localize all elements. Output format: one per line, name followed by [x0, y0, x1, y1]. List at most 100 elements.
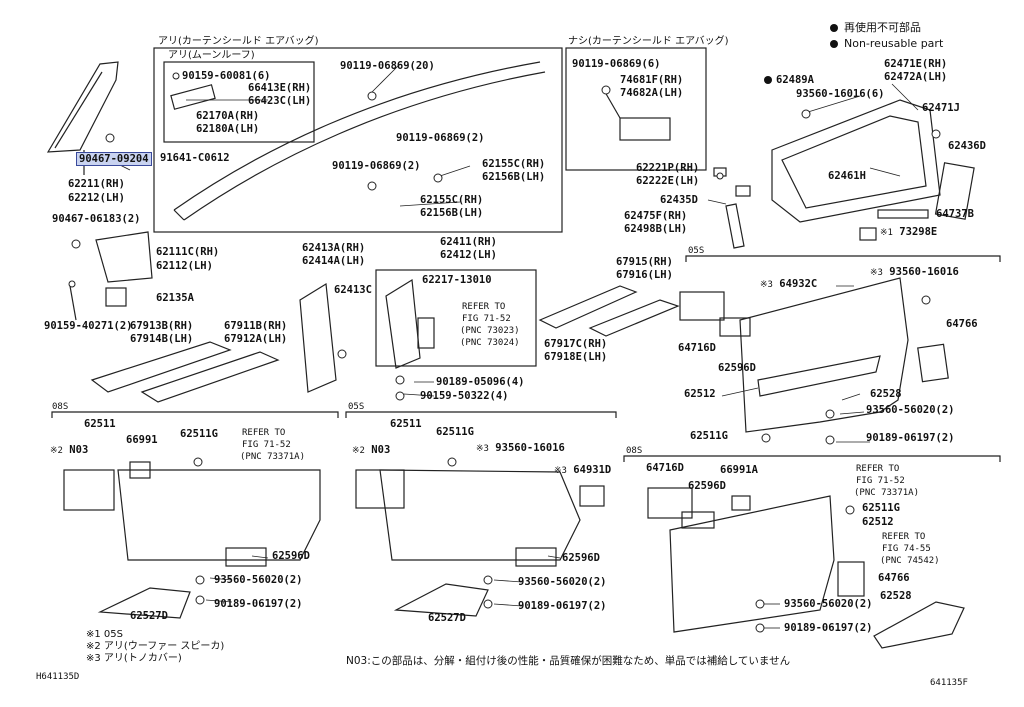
part-90467-09204[interactable]: 90467-09204: [76, 152, 152, 166]
part-90189-06197-a[interactable]: 90189-06197(2): [866, 432, 955, 444]
part-90189-05096[interactable]: 90189-05096(4): [436, 376, 525, 388]
part-90467-06183[interactable]: 90467-06183(2): [52, 213, 141, 225]
part-90119-06869-2b[interactable]: 90119-06869(2): [332, 160, 421, 172]
part-66991a[interactable]: 66991A: [720, 464, 758, 476]
part-62511g-b[interactable]: 62511G: [180, 428, 218, 440]
part-62596d-b[interactable]: 62596D: [272, 550, 310, 562]
part-62412[interactable]: 62412(LH): [440, 249, 497, 261]
part-67917c[interactable]: 67917C(RH): [544, 338, 608, 350]
part-67912a[interactable]: 67912A(LH): [224, 333, 288, 345]
part-62212[interactable]: 62212(LH): [68, 192, 125, 204]
part-67918e[interactable]: 67918E(LH): [544, 351, 608, 363]
part-62217-13010[interactable]: 62217-13010: [422, 274, 492, 286]
part-62512-d[interactable]: 62512: [862, 516, 894, 528]
part-62413c[interactable]: 62413C: [334, 284, 372, 296]
part-90189-06197-b[interactable]: 90189-06197(2): [214, 598, 303, 610]
part-67913b[interactable]: 67913B(RH): [130, 320, 194, 332]
part-62596d-d[interactable]: 62596D: [688, 480, 726, 492]
part-62155c-b[interactable]: 62155C(RH): [420, 194, 484, 206]
part-93560-16016-c[interactable]: ※3 93560-16016: [476, 442, 565, 454]
part-90159-40271[interactable]: 90159-40271(2): [44, 320, 133, 332]
part-62461h[interactable]: 62461H: [828, 170, 866, 182]
part-74681f[interactable]: 74681F(RH): [620, 74, 684, 86]
part-74682a[interactable]: 74682A(LH): [620, 87, 684, 99]
bracket-62135a: [105, 287, 127, 307]
part-67915[interactable]: 67915(RH): [616, 256, 673, 268]
part-62498b[interactable]: 62498B(LH): [624, 223, 688, 235]
part-64932c[interactable]: ※3 64932C: [760, 278, 817, 290]
part-93560-56020-c[interactable]: 93560-56020(2): [518, 576, 607, 588]
part-62472a[interactable]: 62472A(LH): [884, 71, 948, 83]
part-62512-a[interactable]: 62512: [684, 388, 716, 400]
part-62414a[interactable]: 62414A(LH): [302, 255, 366, 267]
part-67916[interactable]: 67916(LH): [616, 269, 673, 281]
part-62511g-c[interactable]: 62511G: [436, 426, 474, 438]
part-62111c[interactable]: 62111C(RH): [156, 246, 220, 258]
part-62170a[interactable]: 62170A(RH): [196, 110, 260, 122]
part-91641-c0612[interactable]: 91641-C0612: [160, 152, 230, 164]
part-62511-c[interactable]: 62511: [390, 418, 422, 430]
part-62411[interactable]: 62411(RH): [440, 236, 497, 248]
part-62489a[interactable]: 62489A: [776, 74, 814, 86]
part-93560-56020-b[interactable]: 93560-56020(2): [214, 574, 303, 586]
part-62528-a[interactable]: 62528: [870, 388, 902, 400]
part-66423c[interactable]: 66423C(LH): [248, 95, 312, 107]
part-66991[interactable]: 66991: [126, 434, 158, 446]
part-n03-b[interactable]: ※2 N03: [50, 444, 88, 456]
part-62596d-c[interactable]: 62596D: [562, 552, 600, 564]
part-90189-06197-c[interactable]: 90189-06197(2): [518, 600, 607, 612]
part-90119-06869-6[interactable]: 90119-06869(6): [572, 58, 661, 70]
part-93560-56020-d[interactable]: 93560-56020(2): [784, 598, 873, 610]
trim-62527d-left: [97, 587, 191, 619]
part-62475f[interactable]: 62475F(RH): [624, 210, 688, 222]
refer-fig-71-52-a[interactable]: FIG 71-52: [462, 314, 511, 324]
curtain-airbag-box: [153, 47, 563, 233]
part-90119-06869-2a[interactable]: 90119-06869(2): [396, 132, 485, 144]
part-64766-d[interactable]: 64766: [878, 572, 910, 584]
part-62413a[interactable]: 62413A(RH): [302, 242, 366, 254]
part-62180a[interactable]: 62180A(LH): [196, 123, 260, 135]
part-62435d[interactable]: 62435D: [660, 194, 698, 206]
pocket-62596d-left: [225, 547, 267, 567]
part-62222e[interactable]: 62222E(LH): [636, 175, 700, 187]
part-62436d[interactable]: 62436D: [948, 140, 986, 152]
part-62135a[interactable]: 62135A: [156, 292, 194, 304]
part-90119-06869-20[interactable]: 90119-06869(20): [340, 60, 435, 72]
part-73298e[interactable]: ※1 73298E: [880, 226, 937, 238]
part-64716d-d[interactable]: 64716D: [646, 462, 684, 474]
part-64716d-a[interactable]: 64716D: [678, 342, 716, 354]
part-62527d-b[interactable]: 62527D: [130, 610, 168, 622]
part-62511-b[interactable]: 62511: [84, 418, 116, 430]
part-62112[interactable]: 62112(LH): [156, 260, 213, 272]
grille-64766: [917, 343, 949, 383]
part-90189-06197-d[interactable]: 90189-06197(2): [784, 622, 873, 634]
section-08s-left-bracket: [51, 411, 339, 418]
part-64931d[interactable]: ※3 64931D: [554, 464, 611, 476]
refer-fig-71-52-b[interactable]: FIG 71-52: [242, 440, 291, 450]
part-66413e[interactable]: 66413E(RH): [248, 82, 312, 94]
part-64766-a[interactable]: 64766: [946, 318, 978, 330]
part-93560-16016-6[interactable]: 93560-16016(6): [796, 88, 885, 100]
part-93560-16016-a[interactable]: ※3 93560-16016: [870, 266, 959, 278]
part-n03-c[interactable]: ※2 N03: [352, 444, 390, 456]
part-62527d-c[interactable]: 62527D: [428, 612, 466, 624]
part-62156b-b[interactable]: 62156B(LH): [420, 207, 484, 219]
refer-fig-74-55[interactable]: FIG 74-55: [882, 544, 931, 554]
part-67914b[interactable]: 67914B(LH): [130, 333, 194, 345]
part-62471e[interactable]: 62471E(RH): [884, 58, 948, 70]
part-62471j[interactable]: 62471J: [922, 102, 960, 114]
part-90159-50322[interactable]: 90159-50322(4): [420, 390, 509, 402]
refer-fig-71-52-d[interactable]: FIG 71-52: [856, 476, 905, 486]
part-62528-d[interactable]: 62528: [880, 590, 912, 602]
part-93560-56020-a[interactable]: 93560-56020(2): [866, 404, 955, 416]
part-62155c-a[interactable]: 62155C(RH): [482, 158, 546, 170]
part-62211[interactable]: 62211(RH): [68, 178, 125, 190]
part-67911b[interactable]: 67911B(RH): [224, 320, 288, 332]
part-62511g-a[interactable]: 62511G: [690, 430, 728, 442]
part-62596d-a[interactable]: 62596D: [718, 362, 756, 374]
part-62511g-d[interactable]: 62511G: [862, 502, 900, 514]
part-64737b[interactable]: 64737B: [936, 208, 974, 220]
part-62156b-a[interactable]: 62156B(LH): [482, 171, 546, 183]
part-90159-60081[interactable]: 90159-60081(6): [182, 70, 271, 82]
part-62221p[interactable]: 62221P(RH): [636, 162, 700, 174]
